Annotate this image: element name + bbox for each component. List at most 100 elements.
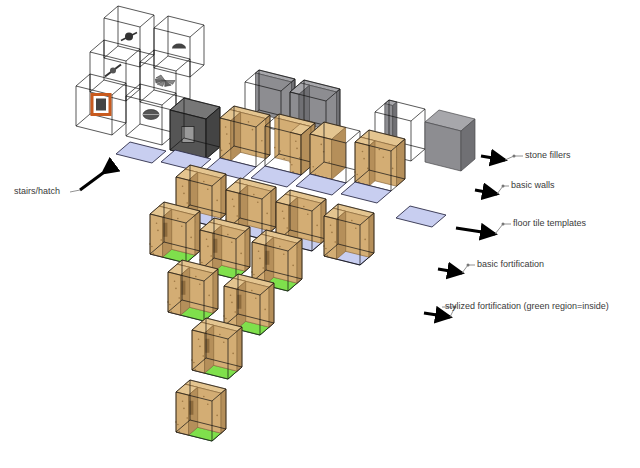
tile-piece	[296, 174, 346, 195]
floor-tile	[116, 142, 166, 163]
wireframe-edge	[355, 170, 369, 182]
wireframe-edge	[204, 269, 218, 281]
wireframe-edge	[220, 146, 234, 158]
fortification-wall	[176, 392, 189, 435]
floor-tile	[161, 150, 211, 171]
wireframe-edge	[224, 286, 225, 326]
floor-tile	[396, 206, 446, 227]
wireframe-edge	[411, 121, 412, 161]
wall-piece	[219, 106, 270, 167]
wireframe-edge	[200, 218, 214, 230]
wireframe-edge	[391, 179, 405, 191]
wireframe-edge	[184, 138, 220, 147]
wall-texture	[286, 227, 288, 229]
wireframe-edge	[154, 16, 168, 28]
wall-block	[231, 112, 241, 160]
annotation-label: basic fortification	[477, 259, 544, 270]
wireframe-edge	[276, 202, 312, 211]
wireframe-edge	[140, 84, 141, 124]
wall-texture	[195, 276, 197, 278]
wireframe-edge	[212, 401, 213, 441]
wireframe-edge	[206, 147, 220, 159]
wireframe-edge	[375, 100, 389, 112]
ladder-icon	[110, 68, 116, 74]
wall-texture	[178, 431, 180, 433]
wall-texture	[221, 150, 223, 152]
fort-piece	[323, 204, 374, 265]
annotation-label: stone fillers	[525, 150, 571, 161]
wireframe-edge	[140, 62, 176, 71]
wireframe-edge	[214, 218, 250, 227]
wireframe-edge	[274, 283, 275, 323]
wireframe-edge	[228, 367, 242, 379]
wall-texture	[252, 129, 254, 131]
wall-texture	[231, 241, 233, 243]
wall-block	[369, 141, 375, 186]
wireframe-edge	[150, 214, 151, 254]
styl-piece	[175, 380, 226, 441]
wireframe-edge	[214, 218, 215, 258]
wireframe-edge	[190, 380, 191, 420]
wireframe-edge	[126, 96, 162, 105]
wireframe-edge	[90, 40, 104, 52]
wall-texture	[207, 188, 209, 190]
wireframe-edge	[411, 109, 425, 121]
wireframe-edge	[245, 82, 281, 91]
wireframe-edge	[250, 227, 251, 267]
wireframe-edge	[290, 190, 326, 199]
wireframe-edge	[304, 80, 305, 120]
wall-texture	[201, 262, 203, 264]
wireframe-edge	[190, 165, 226, 174]
wireframe-edge	[260, 283, 274, 295]
styl-piece	[149, 202, 200, 263]
styl-piece	[191, 318, 242, 379]
hatch-icon	[143, 114, 159, 115]
wall-texture	[170, 311, 172, 313]
wireframe-edge	[324, 216, 325, 256]
wireframe-edge	[206, 358, 242, 367]
wireframe-edge	[312, 199, 326, 211]
stairs-piece	[104, 6, 154, 67]
callout-arrow	[438, 269, 462, 273]
wireframe-edge	[234, 106, 235, 146]
wall-texture	[202, 355, 204, 357]
hatch-icon	[143, 110, 159, 120]
wall-texture	[364, 239, 366, 241]
leader-dot	[467, 264, 470, 267]
wall-texture	[291, 164, 293, 166]
wall-texture	[257, 201, 259, 203]
wireframe-edge	[324, 216, 360, 225]
wall-piece	[265, 114, 315, 175]
wall-texture	[234, 311, 236, 313]
wireframe-edge	[118, 46, 154, 55]
wireframe-edge	[206, 107, 220, 119]
wall-texture	[351, 220, 353, 222]
wall-piece	[354, 130, 405, 191]
wireframe-edge	[324, 162, 360, 171]
wall-texture	[266, 213, 268, 215]
wireframe-edge	[104, 40, 140, 49]
wireframe-edge	[192, 370, 228, 379]
wireframe-edge	[238, 274, 239, 314]
wireframe-edge	[265, 154, 279, 166]
wireframe-edge	[259, 70, 260, 110]
wall-texture	[198, 338, 200, 340]
wall-piece	[170, 98, 220, 159]
hatch-icon	[172, 44, 186, 49]
wireframe-edge	[168, 312, 204, 321]
wireframe-edge	[168, 272, 169, 312]
wall-texture	[210, 255, 212, 257]
wall-texture	[331, 232, 333, 234]
wall-texture	[289, 162, 291, 164]
fortification-wall	[221, 174, 226, 218]
wall-texture	[226, 133, 228, 135]
stair-icon	[121, 33, 137, 41]
wall-texture	[194, 369, 196, 371]
wireframe-edge	[236, 239, 237, 279]
wireframe-edge	[260, 295, 261, 335]
wireframe-edge	[126, 84, 140, 96]
wall-texture	[282, 210, 284, 212]
wireframe-edge	[266, 230, 302, 239]
wireframe-edge	[256, 155, 270, 167]
fortification-wall	[213, 269, 218, 313]
